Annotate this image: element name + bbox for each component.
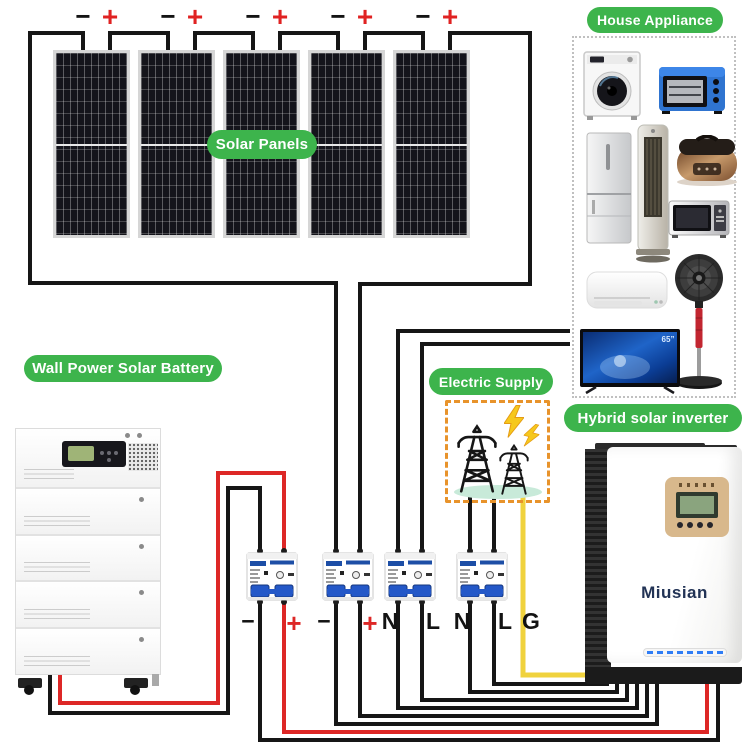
breaker3-l-label: L	[425, 608, 441, 634]
panel1-minus-label: −	[75, 1, 91, 31]
breaker-pv	[320, 545, 376, 607]
ground-label: G	[522, 608, 540, 634]
inverter-buttons	[677, 522, 717, 530]
breaker2-minus-label: −	[317, 608, 331, 634]
toaster-oven-icon	[659, 67, 725, 114]
breaker1-minus-label: −	[241, 608, 255, 634]
panel4-minus-label: −	[330, 1, 346, 31]
solar-panel-4	[308, 50, 385, 238]
inverter-led-strip	[643, 648, 727, 657]
battery-foot	[152, 674, 159, 686]
wall-ac-icon	[586, 271, 668, 309]
ground-wire	[520, 492, 600, 678]
hybrid-inverter-label: Hybrid solar inverter	[564, 404, 742, 432]
solar-panel-5	[393, 50, 470, 238]
panel3-plus-label: +	[271, 1, 289, 32]
inverter-bracket	[595, 443, 705, 450]
panel1-plus-label: +	[101, 1, 119, 32]
washing-machine-icon	[583, 51, 641, 120]
breaker-ac-output	[382, 545, 438, 607]
inverter-display-icons	[679, 483, 715, 487]
battery-caster-wheel	[18, 678, 42, 695]
battery-caster-wheel	[124, 678, 148, 695]
microwave-oven-icon	[668, 200, 730, 238]
solar-panels-label: Solar Panels	[207, 130, 317, 159]
refrigerator-icon	[586, 132, 632, 244]
solar-panel-2	[138, 50, 215, 238]
house-appliance-label: House Appliance	[587, 7, 723, 33]
lightning-bolt-icon	[504, 405, 524, 438]
breaker4-l-label: L	[497, 608, 513, 634]
panel2-plus-label: +	[186, 1, 204, 32]
inverter-brand: Miusian	[641, 583, 708, 602]
lightning-bolt-small-icon	[521, 421, 542, 450]
panel5-minus-label: −	[415, 1, 431, 31]
breaker4-n-label: N	[453, 608, 471, 634]
panel5-plus-label: +	[441, 1, 459, 32]
inverter-base	[585, 667, 742, 684]
wall-battery-label: Wall Power Solar Battery	[24, 355, 222, 382]
power-pylons-icon	[454, 405, 542, 499]
power-pylon-small-icon	[499, 444, 529, 495]
hybrid-inverter: Miusian	[585, 443, 742, 690]
pv-string-wires	[28, 31, 532, 552]
electric-supply-label: Electric Supply	[429, 368, 553, 395]
battery-wires	[48, 471, 286, 715]
rice-cooker-icon	[677, 135, 737, 186]
battery-module	[16, 536, 160, 582]
television-icon: 65”	[580, 329, 680, 395]
inverter-lcd	[676, 492, 718, 518]
battery-vent	[128, 443, 158, 471]
panel4-plus-label: +	[356, 1, 374, 32]
battery-module	[16, 629, 160, 674]
battery-module	[16, 489, 160, 536]
battery-screen	[68, 446, 94, 461]
battery-module	[16, 582, 160, 629]
wall-battery-tower	[15, 428, 161, 695]
tv-size-label: 65”	[662, 335, 675, 344]
house-appliance-box: 65”	[572, 36, 737, 398]
breaker-ac-input	[454, 545, 510, 607]
panel3-minus-label: −	[245, 1, 261, 31]
solar-panel-1	[53, 50, 130, 238]
power-pylon-large-icon	[457, 425, 497, 493]
floor-standing-ac-icon	[636, 124, 670, 263]
breaker3-n-label: N	[381, 608, 399, 634]
stand-fan-icon	[675, 254, 723, 389]
inverter-heatsink	[585, 449, 611, 667]
breaker2-plus-label: +	[362, 608, 378, 638]
dc-wires-to-inverter	[258, 600, 720, 742]
panel2-minus-label: −	[160, 1, 176, 31]
electric-supply-box	[445, 400, 550, 503]
breaker1-plus-label: +	[286, 608, 302, 638]
battery-module-top	[16, 429, 160, 489]
battery-display	[62, 441, 126, 467]
inverter-display	[665, 477, 729, 537]
breaker-battery	[244, 545, 300, 607]
